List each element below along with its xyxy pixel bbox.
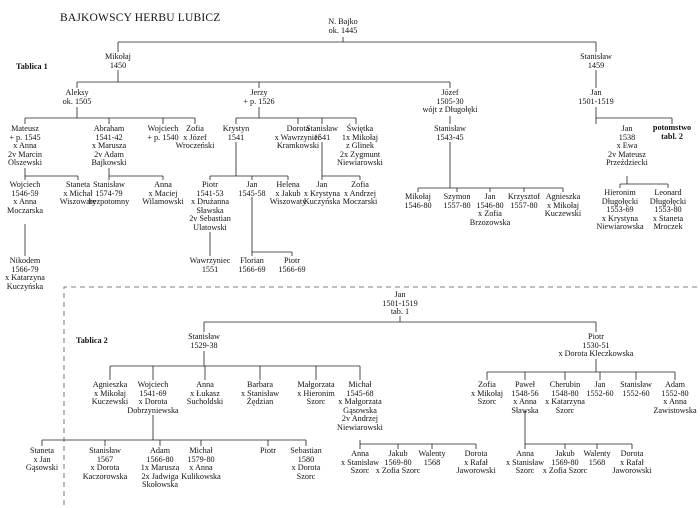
person-node: Zofia x Mikołaj Szorc [470,380,504,407]
person-node: N. Bajko ok. 1445 [328,17,358,35]
person-node: Anna x Łukasz Sucholdski [186,380,224,407]
person-node: Leonard Długołęcki 1553-80 x Staneta Mro… [649,188,687,232]
person-node: Helena x Jakub Wiszowaty [269,180,307,207]
person-node: Stanisław 1574-79 bezpotomny [88,180,130,207]
person-node: Michał 1545-68 x Małgorzata Gąsowska 2v … [337,380,383,432]
person-node: Jan 1545-58 [238,180,266,198]
person-node: Piotr 1530-51 x Dorota Kleczkowska [558,332,634,359]
person-node: Walenty 1568 [418,449,446,467]
person-node: Jan x Krystyna Kuczyńska [303,180,341,207]
person-node: Jan 1552-60 [586,380,614,398]
person-node: Dorota x Wawrzyniec Kramkowski [274,124,322,151]
tablica-1-label: Tablica 1 [16,62,48,71]
person-node: Świętka 1x Mikołaj z Glinek 2x Zygmunt N… [337,124,383,168]
person-node: Piotr [260,446,276,455]
person-node: Józef 1505-30 wójt z Długołęki [422,88,478,115]
person-node: Mikołaj 1546-80 [404,192,432,210]
person-node: Sebastian 1580 x Dorota Szorc [290,446,322,481]
person-node: Jakub 1569-80 x Zofia Szorc [375,449,421,476]
person-node: Anna x Stanisław Szorc [506,449,544,476]
person-node: Krystyn 1541 [222,124,250,142]
person-node: Nikodem 1566-79 x Katarzyna Kuczyńska [5,256,45,291]
person-node: Aleksy ok. 1505 [62,88,92,106]
person-node: Agnieszka x Mikołaj Kuczewski [544,192,582,219]
person-node: Zofia x Józef Wroczeński [175,124,215,151]
person-node: Jakub 1569-80 x Zofia Szorc [542,449,588,476]
person-node: Hieronim Długołęcki 1553-69 x Krystyna N… [596,188,644,232]
tablica-2-label: Tablica 2 [76,336,108,345]
person-node: Paweł 1548-56 x Anna Sławska [511,380,539,415]
person-node: Piotr 1541-53 x Drużanna Sławska 2v Seba… [189,180,231,232]
person-node: Mikołaj 1450 [105,52,131,70]
person-node: Barbara x Stanisław Żędzian [241,380,279,407]
person-node: Stanisław 1543-45 [434,124,466,142]
person-node: Anna x Stanisław Szorc [341,449,379,476]
person-node: Stanisław 1529-38 [188,332,220,350]
person-node: Stanisław 1552-60 [620,380,652,398]
person-node: Stanisław 1567 x Dorota Kaczorowska [82,446,128,481]
person-node: Mateusz + p. 1545 x Anna 2v Marcin Olsze… [7,124,43,168]
person-node: Stanisław 1459 [580,52,612,70]
person-node: Wojciech 1546-59 x Anna Moczarska [7,180,43,215]
person-node: Walenty 1568 [583,449,611,467]
person-node: Szymon 1557-80 [443,192,471,210]
person-node: Agnieszka x Mikołaj Kuczewski [91,380,129,407]
person-node: Małgorzata x Hieronim Szorc [297,380,335,407]
person-node: Zofia x Andrzej Moczarski [342,180,378,207]
person-node: Dorota x Rafał Jaworowski [456,449,496,476]
person-node: Piotr 1566-69 [278,256,306,274]
person-node: Wojciech + p. 1540 [147,124,179,142]
chart-title: BAJKOWSCY HERBU LUBICZ [60,12,221,24]
continuation-note: potomstwo tabl. 2 [652,123,692,141]
person-node: Staneta x Michał Wiszowaty [59,180,97,207]
person-node: Jan 1546-80 x Zofia Brzozowska [469,192,511,227]
person-node: Abraham 1541-42 x Marusza 2v Adam Bajkow… [91,124,127,168]
person-node: Adam 1552-80 x Anna Zawistowska [653,380,697,415]
person-node: Florian 1566-69 [238,256,266,274]
person-node: Wojciech 1541-69 x Dorota Dobrzyniewska [127,380,179,415]
person-node: Jan 1501-1519 tab. 1 [382,290,418,317]
person-node: Krzysztof 1557-80 [507,192,541,210]
person-node: Jan 1538 x Ewa 2v Mateusz Przeździecki [606,124,648,168]
person-node: Cherubin 1548-80 x Katarzyna Szorc [545,380,585,415]
person-node: Wawrzyniec 1551 [189,256,231,274]
person-node: Michał 1579-80 x Anna Kulikowska [181,446,221,481]
person-node: Jan 1501-1519 [578,88,614,106]
person-node: Adam 1566-80 1x Marusza 2x Jadwiga Skoło… [140,446,180,490]
person-node: Dorota x Rafał Jaworowski [612,449,652,476]
person-node: Stanisław 1541 [306,124,338,142]
person-node: Anna x Maciej Wilamowski [142,180,184,207]
person-node: Jerzy + p. 1526 [243,88,275,106]
person-node: Staneta x Jan Gąsowski [25,446,59,473]
